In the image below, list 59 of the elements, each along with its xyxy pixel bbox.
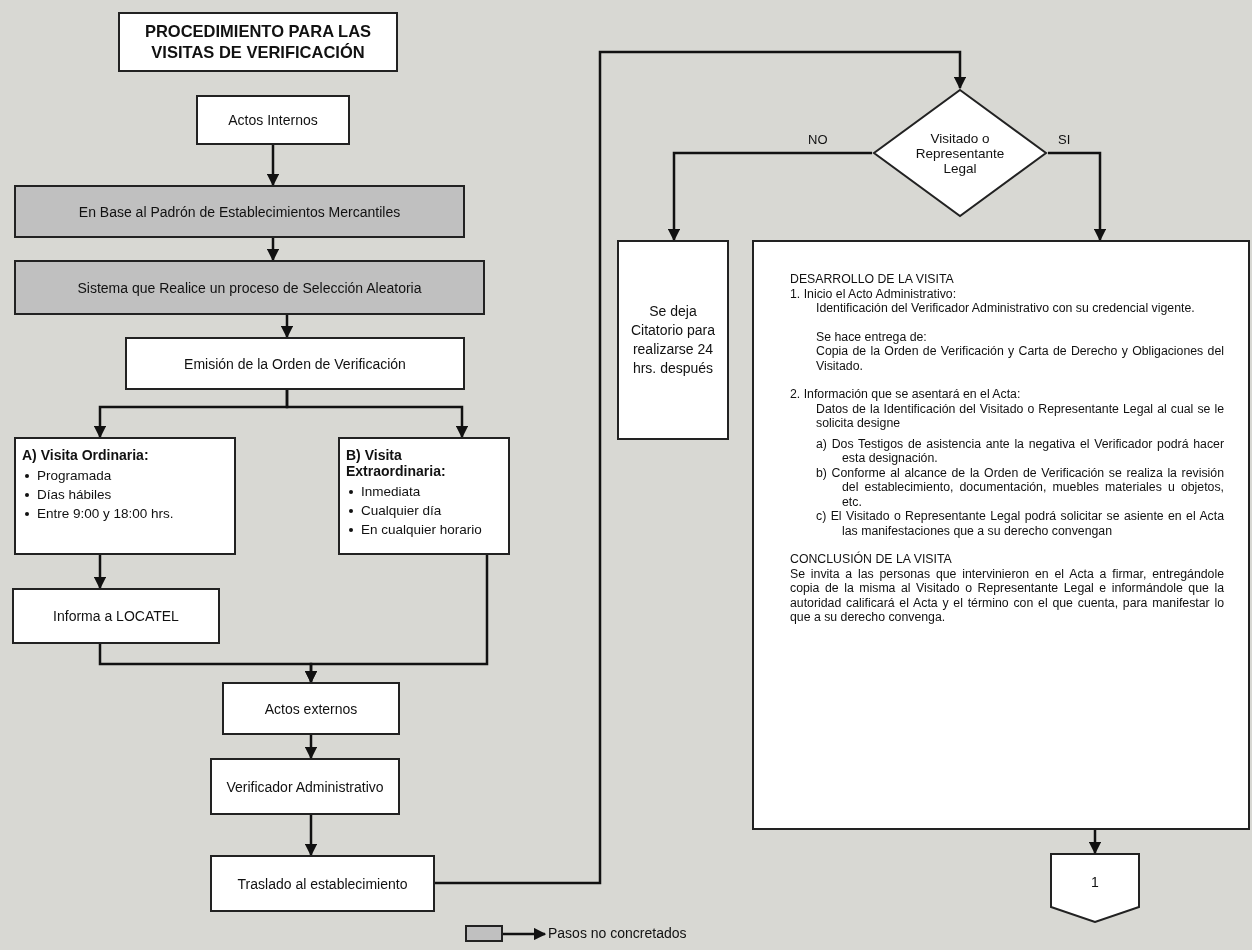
off-page-connector [1050, 853, 1140, 923]
process-box [14, 437, 236, 555]
box-text: Se invita a las personas que intervinieron en el Acta a firmar, entregándole copia de la misma al Visitado o Representante Legal e informándole que la autoridad calificará el Acta y el término con el que cuenta, para manifestar lo que a su derecho convenga. [790, 566, 1224, 625]
process-box [14, 260, 485, 315]
box-text: Se deja Citatorio para realizarse 24 hrs. después [629, 302, 716, 378]
box-text: Visitado o Representante Legal [914, 130, 1006, 176]
legend-text: Pasos no concretados [548, 925, 687, 941]
box-text: 1. Inicio el Acto Administrativo: [790, 286, 958, 301]
diagram-title: PROCEDIMIENTO PARA LAS VISITAS DE VERIFICACIÓN [118, 12, 398, 72]
box-text: Sistema que Realice un proceso de Selección Aleatoria [77, 279, 422, 296]
process-box [338, 437, 510, 555]
box-text: Actos externos [264, 700, 358, 717]
box-text: 1 [1091, 874, 1099, 890]
arrow [266, 145, 280, 187]
bullet-item: Entre 9:00 y 18:00 hrs. [37, 505, 174, 523]
box-text: CONCLUSIÓN DE LA VISITA [790, 552, 953, 567]
bullet-item: Inmediata [361, 483, 421, 501]
box-text: DESARROLLO DE LA VISITA [790, 272, 955, 287]
arrow [304, 555, 489, 684]
box-heading: B) Visita Extraordinaria: [346, 447, 447, 479]
box-text: Se hace entrega de: [815, 329, 928, 344]
arrow [1088, 830, 1102, 855]
process-box [210, 758, 400, 815]
box-text: a) Dos Testigos de asistencia ante la negativa el Verificador podrá hacer esta designación. [815, 436, 1224, 466]
box-text: Informa a LOCATEL [53, 608, 179, 624]
box-text: b) Conforme al alcance de la Orden de Verificación se realiza la revisión del establecimiento, documentación, muebles materiales u objetos, etc. [815, 465, 1224, 509]
process-box [210, 855, 435, 912]
box-text: Emisión de la Orden de Verificación [184, 355, 406, 372]
box-text: Traslado al establecimiento [237, 875, 408, 892]
arrow [1048, 151, 1107, 242]
bullet-item: Cualquier día [361, 502, 442, 520]
process-box [617, 240, 729, 440]
box-text: Datos de la Identificación del Visitado o Representante Legal al cual se le solicita designe [815, 401, 1224, 431]
arrow [93, 555, 107, 590]
arrow [280, 315, 294, 339]
decision-diamond [872, 88, 1048, 218]
process-box [14, 185, 465, 238]
process-box [752, 240, 1250, 830]
arrow [285, 390, 469, 439]
bullet-item: En cualquier horario [361, 521, 482, 539]
bullet-item: Programada [37, 467, 112, 485]
arrow [667, 151, 872, 242]
process-box [12, 588, 220, 644]
process-box [196, 95, 350, 145]
arrow [304, 815, 318, 857]
box-heading: A) Visita Ordinaria: [22, 447, 149, 463]
process-box [222, 682, 400, 735]
box-text: c) El Visitado o Representante Legal podrá solicitar se asiente en el Acta las manifestaciones que a su derecho convengan [815, 509, 1224, 538]
box-text: Identificación del Verificador Administrativo con su credencial vigente. [815, 301, 1196, 316]
box-text: 2. Información que se asentará en el Acta: [790, 387, 1022, 402]
arrow [435, 50, 967, 885]
box-text: Copia de la Orden de Verificación y Carta de Derecho y Obligaciones del Visitado. [815, 344, 1224, 373]
box-text: En Base al Padrón de Establecimientos Mercantiles [78, 203, 401, 220]
box-text: Verificador Administrativo [226, 778, 384, 795]
arrow [266, 238, 280, 262]
process-box [125, 337, 465, 390]
bullet-item: Días hábiles [37, 486, 112, 504]
box-text: Actos Internos [228, 112, 318, 128]
arrow [304, 735, 318, 760]
